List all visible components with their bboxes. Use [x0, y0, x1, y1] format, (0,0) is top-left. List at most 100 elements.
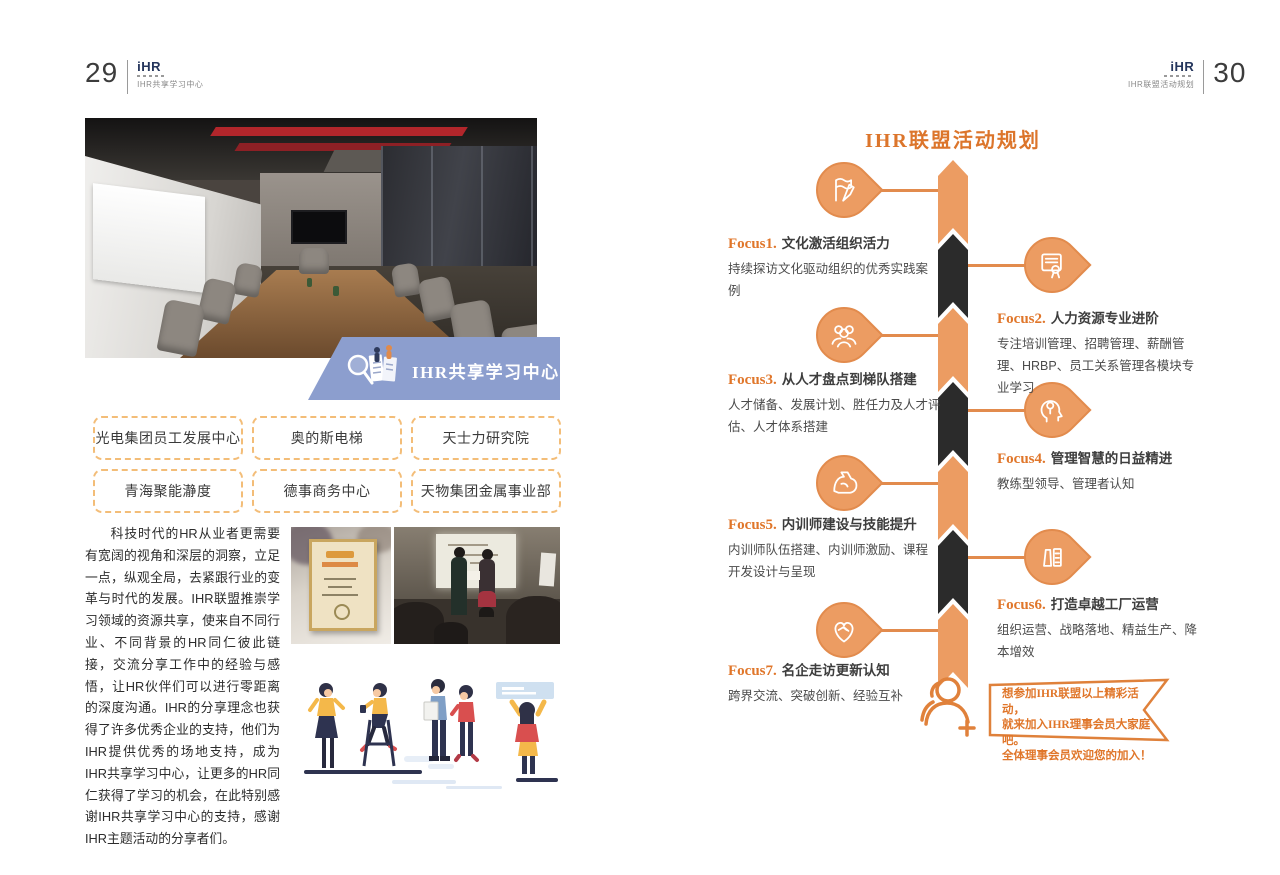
presenter-head: [482, 549, 493, 560]
focus-heading: Focus6. 打造卓越工厂运营: [997, 594, 1205, 616]
presenter-legs: [479, 607, 494, 617]
focus-item-1: Focus1. 文化激活组织活力 持续探访文化驱动组织的优秀实践案例: [728, 233, 933, 302]
focus-label: Focus4.: [997, 451, 1046, 467]
focus-heading: Focus3. 从人才盘点到梯队搭建: [728, 369, 943, 391]
photo-plant: [333, 286, 339, 296]
focus6-marker: [1012, 517, 1092, 597]
focus-heading: Focus5. 内训师建设与技能提升: [728, 514, 933, 536]
partner-box: 德事商务中心: [252, 469, 402, 513]
partner-name: 光电集团员工发展中心: [95, 430, 241, 446]
timeline-connector: [968, 409, 1026, 412]
focus-item-3: Focus3. 从人才盘点到梯队搭建 人才储备、发展计划、胜任力及人才评估、人才体…: [728, 369, 943, 438]
focus2-marker: [1012, 225, 1092, 305]
timeline-connector: [872, 189, 938, 192]
photo-tv-screen: [291, 210, 347, 244]
header-divider: [127, 60, 129, 94]
partner-box: 天士力研究院: [411, 416, 561, 460]
page-number-left: 29: [85, 57, 119, 88]
photo-whiteboard: [93, 183, 205, 293]
focus-item-6: Focus6.打造卓越工厂运营 组织运营、战略落地、精益生产、降本增效: [997, 594, 1205, 663]
logo-tagline-dashes: [137, 75, 168, 77]
focus7-marker: [804, 590, 884, 670]
cta-text: 想参加IHR联盟以上精彩活动， 就来加入IHR理事会员大家庭吧。 全体理事会员欢…: [1002, 687, 1154, 765]
certificate-text-line: [324, 578, 356, 580]
activity-plan-title: IHR联盟活动规划: [865, 130, 1041, 152]
photo-chair: [299, 248, 329, 274]
focus-desc: 持续探访文化驱动组织的优秀实践案例: [728, 262, 929, 298]
partner-box: 天物集团金属事业部: [411, 469, 561, 513]
partner-name: 德事商务中心: [283, 483, 371, 499]
partner-box: 光电集团员工发展中心: [93, 416, 243, 460]
timeline-connector: [872, 482, 938, 485]
conference-room-photo: [85, 118, 537, 358]
focus-label: Focus7.: [728, 663, 777, 679]
cta-line: 全体理事会员欢迎您的加入！: [1002, 750, 1152, 762]
right-logo-caption: IHR联盟活动规划: [1128, 80, 1195, 89]
certificate-frame: [309, 539, 377, 631]
intro-paragraph: 科技时代的HR从业者更需要有宽阔的视角和深层的洞察，立足一点，纵观全局，去紧跟行…: [85, 526, 280, 847]
certificate-text-line: [322, 594, 358, 596]
focus-label: Focus1.: [728, 236, 777, 252]
flags-icon: [828, 174, 860, 206]
focus-title: 内训师建设与技能提升: [781, 517, 917, 532]
screen-text-line: [448, 544, 488, 546]
timeline-connector: [968, 264, 1026, 267]
ihr-logo: iHR: [1170, 59, 1195, 74]
focus-title: 文化激活组织活力: [781, 236, 890, 251]
presenter-skirt: [478, 591, 496, 607]
presenter-head: [454, 547, 465, 558]
timeline-segment: [938, 530, 968, 614]
learning-center-banner: IHR共享学习中心: [308, 337, 560, 400]
certificate-paper: [467, 571, 480, 580]
certificate-photo: [291, 527, 391, 644]
focus-desc: 人才储备、发展计划、胜任力及人才评估、人才体系搭建: [728, 398, 941, 434]
focus-title: 人力资源专业进阶: [1050, 311, 1159, 326]
left-logo: iHR IHR共享学习中心: [137, 60, 203, 90]
cta-banner-shape: [988, 678, 1170, 742]
focus1-marker: [804, 150, 884, 230]
focus4-marker: [1012, 370, 1092, 450]
focus-heading: Focus2. 人力资源专业进阶: [997, 308, 1205, 330]
focus-label: Focus3.: [728, 372, 777, 388]
focus-title: 名企走访更新认知: [781, 663, 890, 678]
certificate-title-bar: [322, 562, 358, 567]
right-page-header: iHR IHR联盟活动规划 30: [1128, 58, 1246, 94]
cta-line: 就来加入IHR理事会员大家庭吧。: [1002, 719, 1151, 747]
partner-name: 奥的斯电梯: [290, 430, 364, 446]
photo-chair: [232, 261, 264, 299]
timeline-segment: [938, 234, 968, 318]
timeline-connector: [968, 556, 1026, 559]
focus-label: Focus2.: [997, 311, 1046, 327]
partner-box: 青海聚能瀞度: [93, 469, 243, 513]
right-logo: iHR IHR联盟活动规划: [1128, 59, 1195, 90]
mind-icon: [1036, 394, 1068, 426]
presenter-figure: [451, 557, 467, 615]
focus-item-7: Focus7.名企走访更新认知 跨界交流、突破创新、经验互补: [728, 660, 933, 707]
logo-tagline-dashes: [1164, 75, 1195, 77]
audience-silhouette: [506, 596, 560, 644]
certificate-icon: [1036, 249, 1068, 281]
focus-item-2: Focus2.人力资源专业进阶 专注培训管理、招聘管理、薪酬管理、HRBP、员工…: [997, 308, 1205, 399]
join-members-icon: [920, 677, 976, 737]
focus-item-5: Focus5.内训师建设与技能提升 内训师队伍搭建、内训师激励、课程开发设计与呈…: [728, 514, 933, 583]
focus5-marker: [804, 443, 884, 523]
cta-line: 想参加IHR联盟以上精彩活动，: [1002, 688, 1139, 716]
screen-text-line: [464, 554, 498, 556]
focus-heading: Focus1. 文化激活组织活力: [728, 233, 933, 255]
certificate-seal: [334, 604, 350, 620]
header-divider: [1203, 60, 1205, 94]
focus-title: 管理智慧的日益精进: [1050, 451, 1173, 466]
focus-heading: Focus7. 名企走访更新认知: [728, 660, 933, 682]
partner-name: 天物集团金属事业部: [420, 483, 552, 499]
focus-title: 打造卓越工厂运营: [1050, 597, 1159, 612]
left-page-header: 29 iHR IHR共享学习中心: [85, 58, 203, 94]
photo-red-light: [210, 127, 468, 136]
photo-chair: [390, 262, 422, 298]
audience-silhouette: [434, 622, 468, 644]
focus-title: 从人才盘点到梯队搭建: [781, 372, 917, 387]
partner-name: 天士力研究院: [442, 430, 530, 446]
focus-desc: 教练型领导、管理者认知: [997, 477, 1135, 491]
timeline-connector: [872, 629, 938, 632]
focus-label: Focus5.: [728, 517, 777, 533]
focus-label: Focus6.: [997, 597, 1046, 613]
